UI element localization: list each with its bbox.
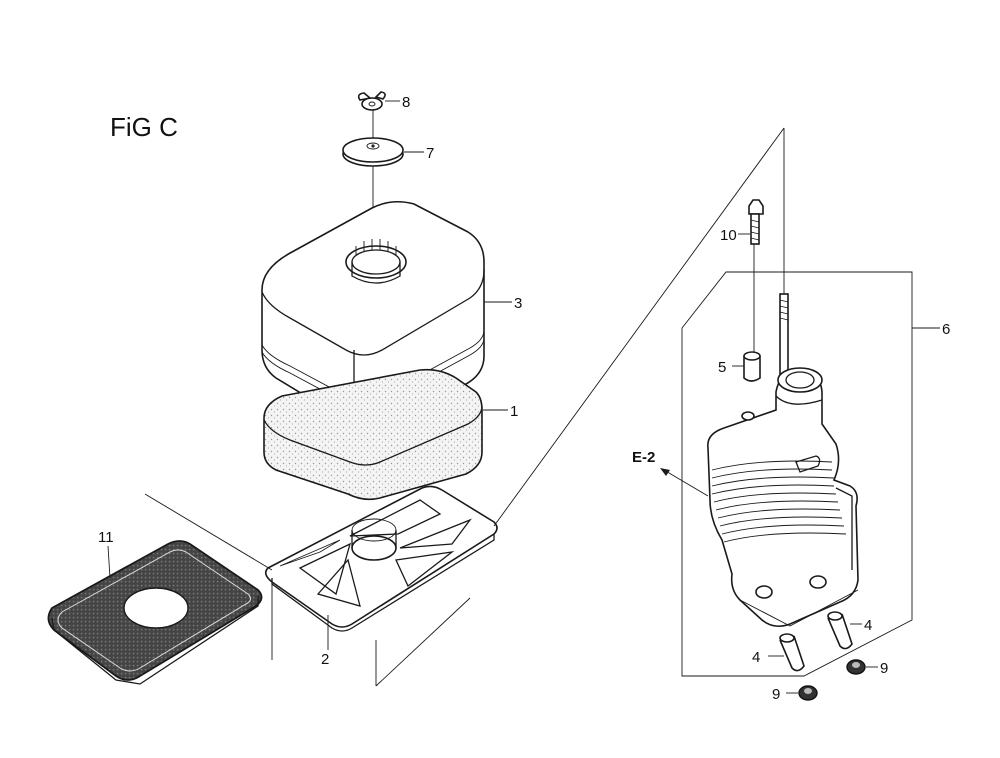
reference-arrow-line [663,469,709,497]
stud-part [779,293,789,375]
assembly-outline-6 [681,271,913,677]
nut-a-part [846,659,866,675]
mesh-screen-part [47,540,263,685]
dowel-pin-a-part [827,611,853,650]
callout-1: 1 [510,403,518,420]
cover-disk-part [342,137,404,167]
callout-2: 2 [321,651,329,668]
dowel-pin-b-part [779,633,805,672]
wing-nut-part [357,91,386,111]
callout-9b: 9 [772,686,780,703]
callout-10: 10 [720,227,737,244]
callout-3: 3 [514,295,522,312]
callout-6: 6 [942,321,950,338]
callout-4a: 4 [864,617,872,634]
callout-8: 8 [402,94,410,111]
callout-5: 5 [718,359,726,376]
reference-e2: E-2 [632,449,655,466]
callout-11: 11 [98,529,114,546]
nut-b-part [798,685,818,701]
section-line-d [375,597,471,687]
bolt-part [748,199,764,245]
collar-part [743,351,761,382]
section-line-a [144,493,273,571]
callout-9a: 9 [880,660,888,677]
elbow-case-part [707,367,859,628]
foam-element-part [263,368,483,501]
element-holder-part [264,485,498,632]
callout-4b: 4 [752,649,760,666]
leader-11 [107,545,111,579]
figure-title: FiG C [110,112,178,142]
callout-7: 7 [426,145,434,162]
reference-arrow-head [660,468,670,476]
section-line-e [493,127,785,527]
